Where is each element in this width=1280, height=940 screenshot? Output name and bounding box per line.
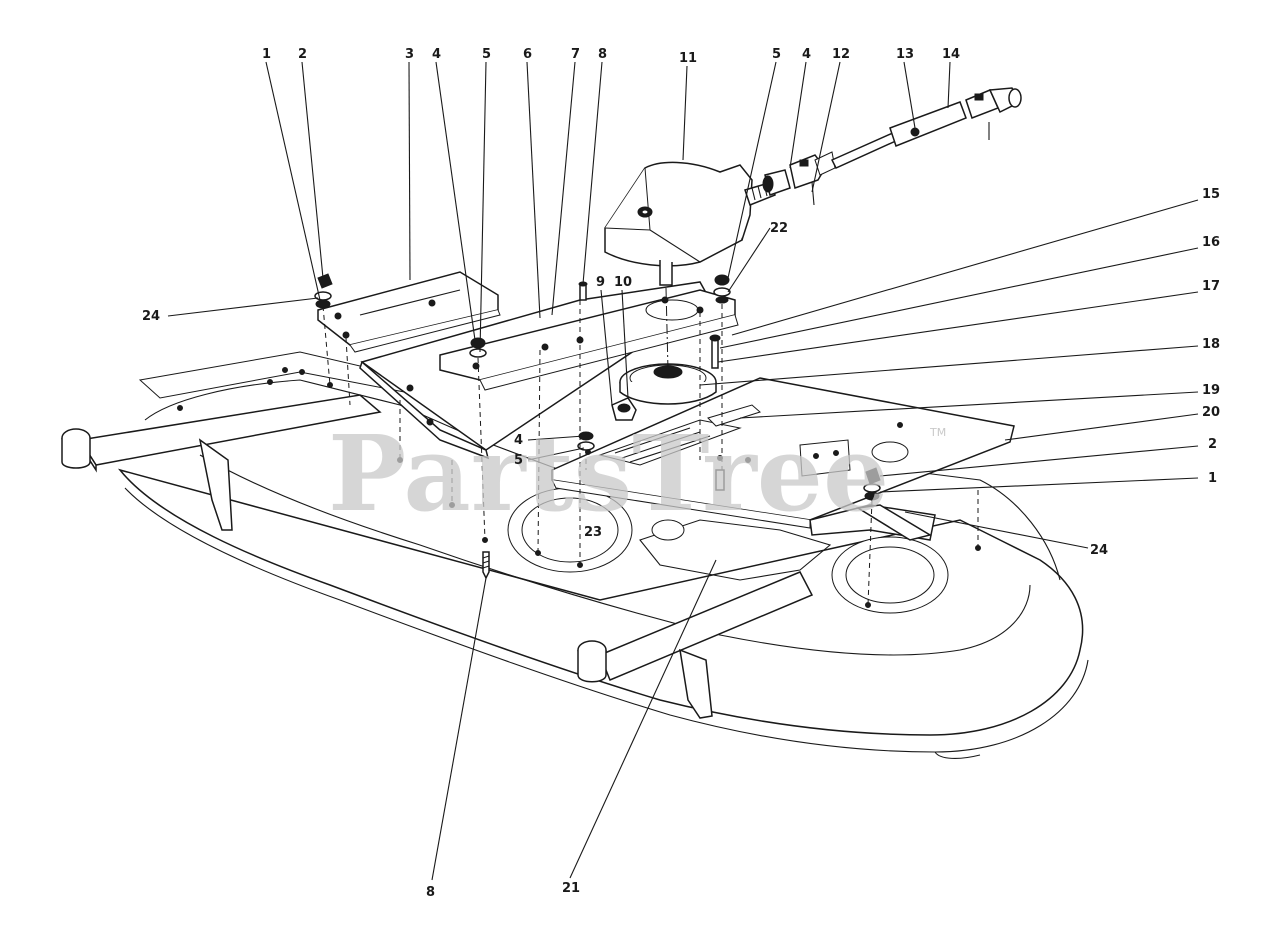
callout-17: 17 xyxy=(1202,279,1220,294)
watermark-text: PartsTree xyxy=(328,412,889,535)
callout-13: 13 xyxy=(896,47,914,62)
callout-7: 7 xyxy=(571,47,580,62)
callout-4-right: 4 xyxy=(802,47,811,62)
mower-deck-housing xyxy=(117,379,1089,759)
callout-5: 5 xyxy=(482,47,491,62)
callout-1: 1 xyxy=(262,47,271,62)
hardware xyxy=(314,273,932,580)
leader-lines xyxy=(167,61,1199,881)
callout-22: 22 xyxy=(770,221,788,236)
callout-1-right: 1 xyxy=(1208,471,1217,486)
callout-5-right: 5 xyxy=(772,47,781,62)
callout-labels: 1 2 3 4 5 6 7 8 11 5 4 12 13 14 15 22 16… xyxy=(142,47,1220,900)
callout-11: 11 xyxy=(679,51,697,66)
callout-2-right: 2 xyxy=(1208,437,1217,452)
watermark: PartsTree TM xyxy=(328,412,946,535)
callout-24-left: 24 xyxy=(142,309,160,324)
callout-9: 9 xyxy=(596,275,605,290)
callout-21: 21 xyxy=(562,881,580,896)
callout-16: 16 xyxy=(1202,235,1220,250)
front-baffle-plate xyxy=(551,377,1015,541)
rear-shield xyxy=(317,271,501,353)
watermark-trademark: TM xyxy=(929,426,946,439)
callout-3: 3 xyxy=(405,47,414,62)
callout-12: 12 xyxy=(832,47,850,62)
callout-23: 23 xyxy=(584,525,602,540)
callout-2: 2 xyxy=(298,47,307,62)
callout-14: 14 xyxy=(942,47,960,62)
left-support-arm xyxy=(61,351,421,531)
callout-5-center: 5 xyxy=(514,453,523,468)
callout-8: 8 xyxy=(598,47,607,62)
callout-19: 19 xyxy=(1202,383,1220,398)
assembly-lines xyxy=(322,287,979,606)
callout-15: 15 xyxy=(1202,187,1220,202)
callout-4: 4 xyxy=(432,47,441,62)
callout-6: 6 xyxy=(523,47,532,62)
callout-4-center: 4 xyxy=(514,433,523,448)
gearbox-mounting-plate xyxy=(359,281,739,460)
drive-shaft-assembly xyxy=(762,87,1022,206)
callout-10: 10 xyxy=(614,275,632,290)
callout-18: 18 xyxy=(1202,337,1220,352)
callout-20: 20 xyxy=(1202,405,1220,420)
callout-8-bottom: 8 xyxy=(426,885,435,900)
pulley-assembly xyxy=(611,334,721,421)
callout-24-right: 24 xyxy=(1090,543,1108,558)
front-support-arm xyxy=(577,571,814,719)
